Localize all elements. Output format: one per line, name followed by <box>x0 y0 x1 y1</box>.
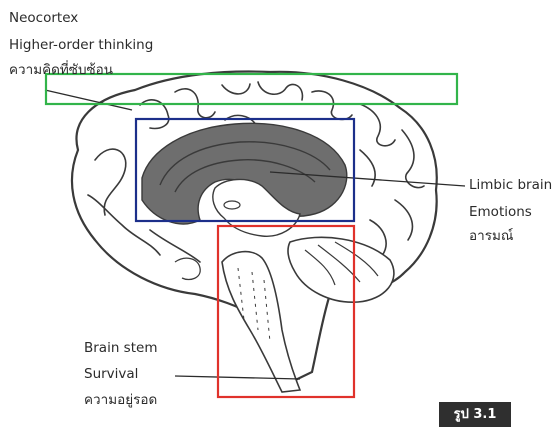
neocortex-label: Neocortex <box>9 10 78 26</box>
figure-number-badge: รูป 3.1 <box>439 402 511 427</box>
limbic-label: Limbic brain <box>469 177 552 193</box>
neocortex-sublabel: Higher-order thinking <box>9 37 153 53</box>
neocortex-thai-label: ความคิดที่ซับซ้อน <box>9 62 113 78</box>
brainstem-sublabel: Survival <box>84 366 138 382</box>
limbic-thai-label: อารมณ์ <box>469 228 513 244</box>
brainstem-label: Brain stem <box>84 340 157 356</box>
brainstem-thai-label: ความอยู่รอด <box>84 392 157 408</box>
limbic-sublabel: Emotions <box>469 204 532 220</box>
